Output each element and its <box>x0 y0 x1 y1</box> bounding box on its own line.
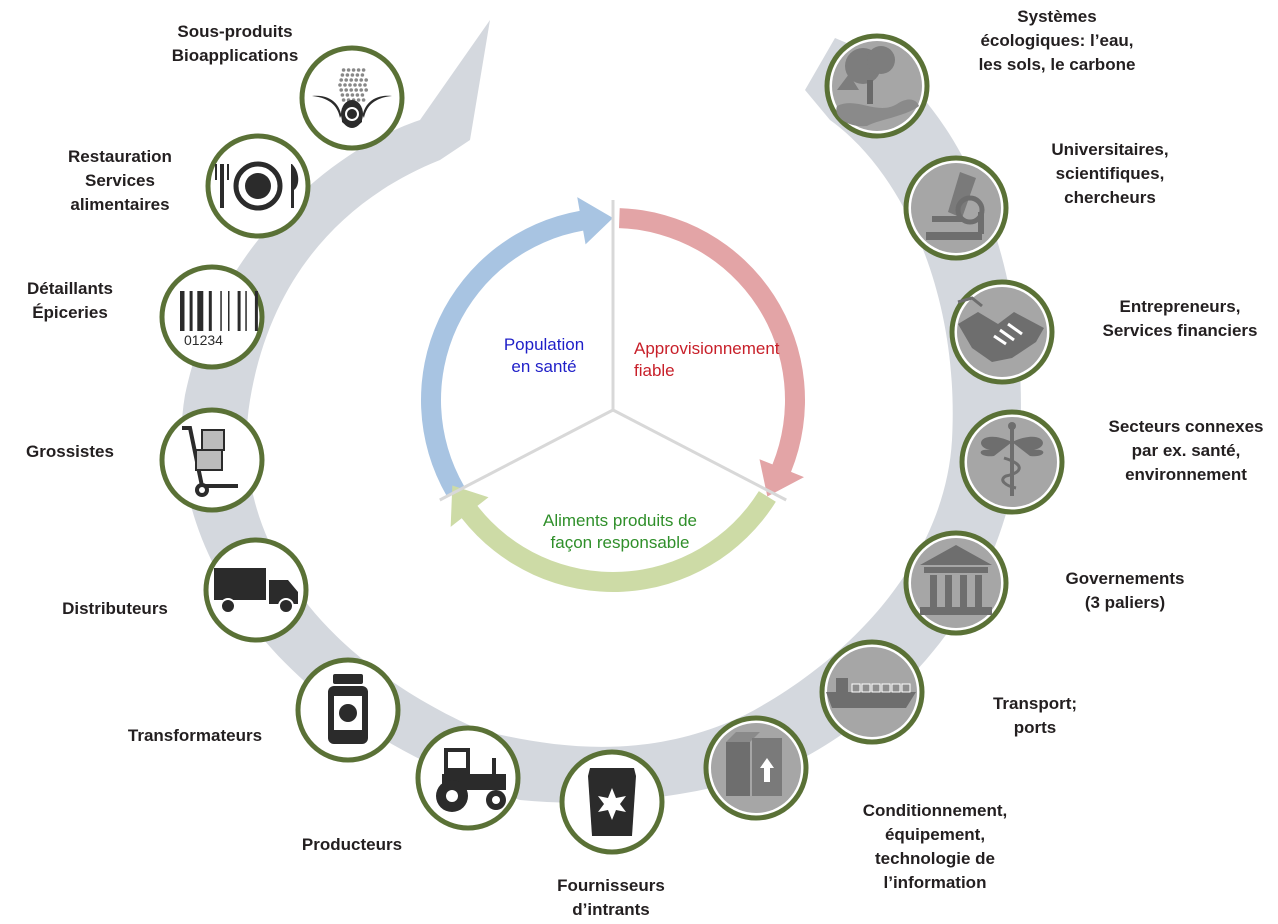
node-label-line: d’intrants <box>572 900 650 919</box>
node-label-wholesalers: Grossistes <box>0 440 140 464</box>
caduceus-icon <box>967 417 1057 507</box>
node-label-processors: Transformateurs <box>110 724 280 748</box>
node-processors <box>295 657 401 763</box>
node-label-line: (3 paliers) <box>1084 593 1166 612</box>
seed-bag-icon <box>588 768 636 836</box>
node-packaging <box>703 715 809 821</box>
node-label-line: technologie de <box>875 849 995 868</box>
node-label-line: Transport; <box>992 694 1078 713</box>
node-transport <box>819 639 925 745</box>
node-label-line: Conditionnement, <box>862 801 1008 820</box>
node-byproducts <box>299 45 405 151</box>
node-label-line: l’information <box>883 873 987 892</box>
node-label-line: Services <box>85 171 155 190</box>
node-label-line: Producteurs <box>301 835 403 854</box>
node-label-line: les sols, le carbone <box>978 55 1136 74</box>
center-divider-line <box>439 408 614 502</box>
node-input-suppliers <box>559 749 665 855</box>
node-governments <box>903 530 1009 636</box>
node-label-entrepreneurs: Entrepreneurs, Services financiers <box>1080 295 1278 343</box>
node-label-line: Épiceries <box>32 303 108 322</box>
node-ecosystems <box>824 33 930 139</box>
node-label-line: Restauration <box>68 147 172 166</box>
node-producers <box>415 725 521 831</box>
node-label-transport: Transport; ports <box>980 692 1090 740</box>
plate-cutlery-icon <box>215 161 299 211</box>
node-retailers: 01234 <box>159 264 265 370</box>
node-label-related-sectors: Secteurs connexes par ex. santé, environne… <box>1094 415 1278 487</box>
node-label-input-suppliers: Fournisseurs d’intrants <box>536 874 686 922</box>
node-label-line: Fournisseurs <box>557 876 665 895</box>
node-label-line: alimentaires <box>70 195 170 214</box>
packaging-icon <box>711 723 801 813</box>
cargo-ship-icon <box>826 647 917 737</box>
node-label-line: Universitaires, <box>1051 140 1169 159</box>
svg-text:01234: 01234 <box>184 332 223 348</box>
node-wholesalers <box>159 407 265 513</box>
tree-landscape-icon <box>832 41 922 131</box>
node-label-line: Services financiers <box>1102 321 1258 340</box>
node-label-line: Distributeurs <box>62 599 168 618</box>
node-label-line: équipement, <box>884 825 986 844</box>
node-label-line: Systèmes <box>1017 7 1097 26</box>
node-label-academics: Universitaires, scientifiques, chercheurs <box>1010 138 1210 210</box>
node-label-line: Bioapplications <box>171 46 299 65</box>
node-label-line: Sous-produits <box>177 22 293 41</box>
node-label-line: Grossistes <box>26 442 114 461</box>
node-entrepreneurs <box>949 279 1055 385</box>
node-label-line: chercheurs <box>1064 188 1156 207</box>
arrow-supply-to-food <box>619 208 805 497</box>
node-ring <box>299 45 405 151</box>
node-distributors <box>203 537 309 643</box>
government-building-icon <box>911 538 1001 628</box>
node-label-line: Governements <box>1065 569 1185 588</box>
handshake-icon <box>957 287 1047 377</box>
node-related-sectors <box>959 409 1065 515</box>
node-label-ecosystems: Systèmes écologiques: l’eau, les sols, le … <box>942 5 1172 77</box>
node-label-line: scientifiques, <box>1055 164 1165 183</box>
truck-icon <box>214 568 298 614</box>
node-label-governments: Governements (3 paliers) <box>1060 567 1190 615</box>
jar-icon <box>328 674 368 744</box>
barcode-icon: 01234 <box>180 291 258 348</box>
center-label-population: Population en santé <box>503 335 585 376</box>
node-label-line: Transformateurs <box>127 726 263 745</box>
node-label-line: par ex. santé, <box>1131 441 1241 460</box>
node-label-line: écologiques: l’eau, <box>980 31 1134 50</box>
tractor-icon <box>436 748 506 812</box>
arrow-food-to-population <box>450 485 776 593</box>
center-label-food: Aliments produits de façon responsable <box>542 511 698 552</box>
node-label-producers: Producteurs <box>282 833 422 857</box>
node-academics <box>903 155 1009 261</box>
node-label-line: ports <box>1013 718 1057 737</box>
left-chain-band <box>181 20 790 803</box>
node-label-line: Entrepreneurs, <box>1119 297 1241 316</box>
node-label-line: Secteurs connexes <box>1108 417 1264 436</box>
node-label-packaging: Conditionnement, équipement, technologie d… <box>830 799 1040 895</box>
node-label-line: Détaillants <box>27 279 113 298</box>
corn-recycle-icon <box>312 68 392 128</box>
hand-truck-icon <box>182 426 238 497</box>
node-label-distributors: Distributeurs <box>40 597 190 621</box>
center-divider-line <box>612 408 787 502</box>
node-ring <box>159 264 265 370</box>
center-label-supply: Approvisionnement fiable <box>634 339 780 380</box>
arrow-population-to-supply <box>420 197 613 496</box>
node-label-line: environnement <box>1125 465 1247 484</box>
node-restaurants <box>205 133 311 239</box>
microscope-icon <box>911 163 1001 253</box>
